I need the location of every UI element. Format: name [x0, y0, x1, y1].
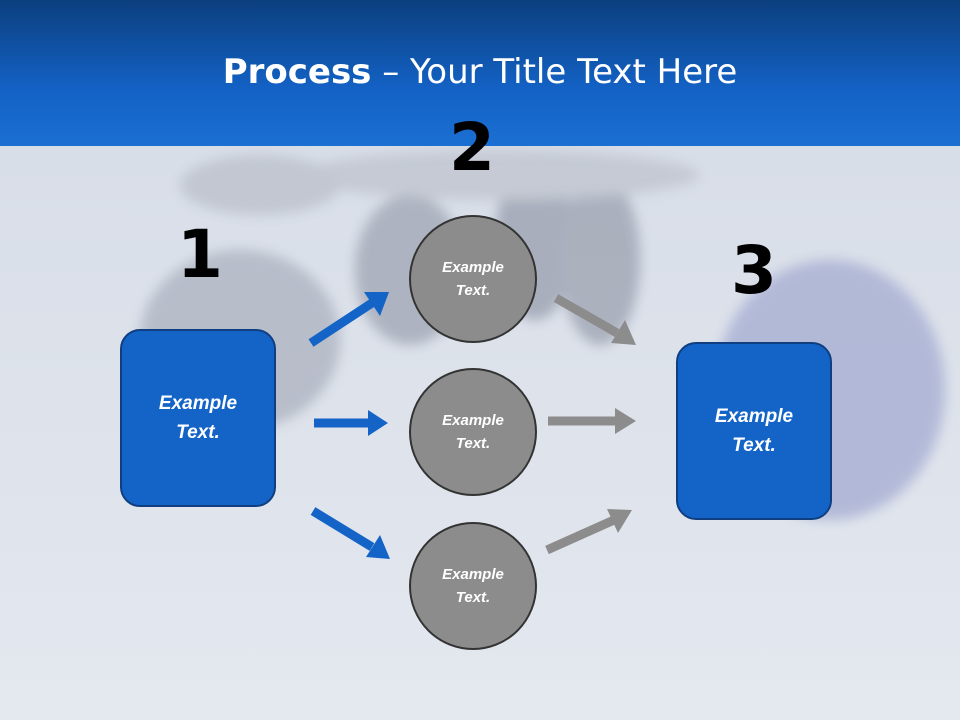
arrow-to-bottom-circle [310, 507, 390, 559]
arrow-to-top-circle [308, 292, 389, 347]
circle-bottom-line1: Example [442, 566, 504, 583]
right-box-line2: Text. [732, 435, 776, 456]
circle-middle-line2: Text. [455, 435, 491, 452]
step-number-2: 2 [449, 109, 495, 186]
step-number-3: 3 [731, 232, 777, 309]
left-box-line1: Example [158, 393, 238, 414]
slide-title: Process – Your Title Text Here [0, 52, 960, 92]
title-rest: – Your Title Text Here [371, 52, 738, 92]
step-number-1: 1 [177, 216, 223, 293]
circle-middle-line1: Example [442, 412, 504, 429]
left-box-line2: Text. [176, 422, 220, 443]
circle-top-line1: Example [442, 259, 504, 276]
arrow-from-top-circle [553, 294, 636, 345]
arrow-to-middle-circle [314, 410, 388, 436]
circle-top-line2: Text. [455, 282, 491, 299]
right-box-line1: Example [714, 406, 794, 427]
title-bar [0, 0, 960, 146]
circle-bottom-line2: Text. [455, 589, 491, 606]
arrow-from-middle-circle [548, 408, 636, 434]
arrow-from-bottom-circle [545, 509, 632, 555]
title-bold: Process [222, 52, 372, 92]
